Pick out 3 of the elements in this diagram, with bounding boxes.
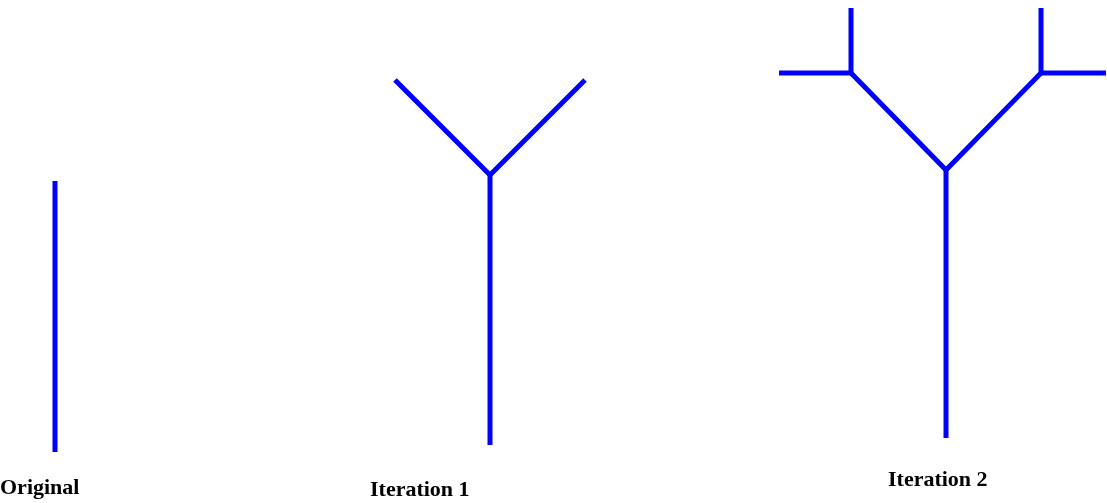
caption: Original bbox=[0, 474, 80, 500]
caption: Iteration 2 bbox=[888, 466, 988, 492]
caption: Iteration 1 bbox=[370, 476, 470, 502]
